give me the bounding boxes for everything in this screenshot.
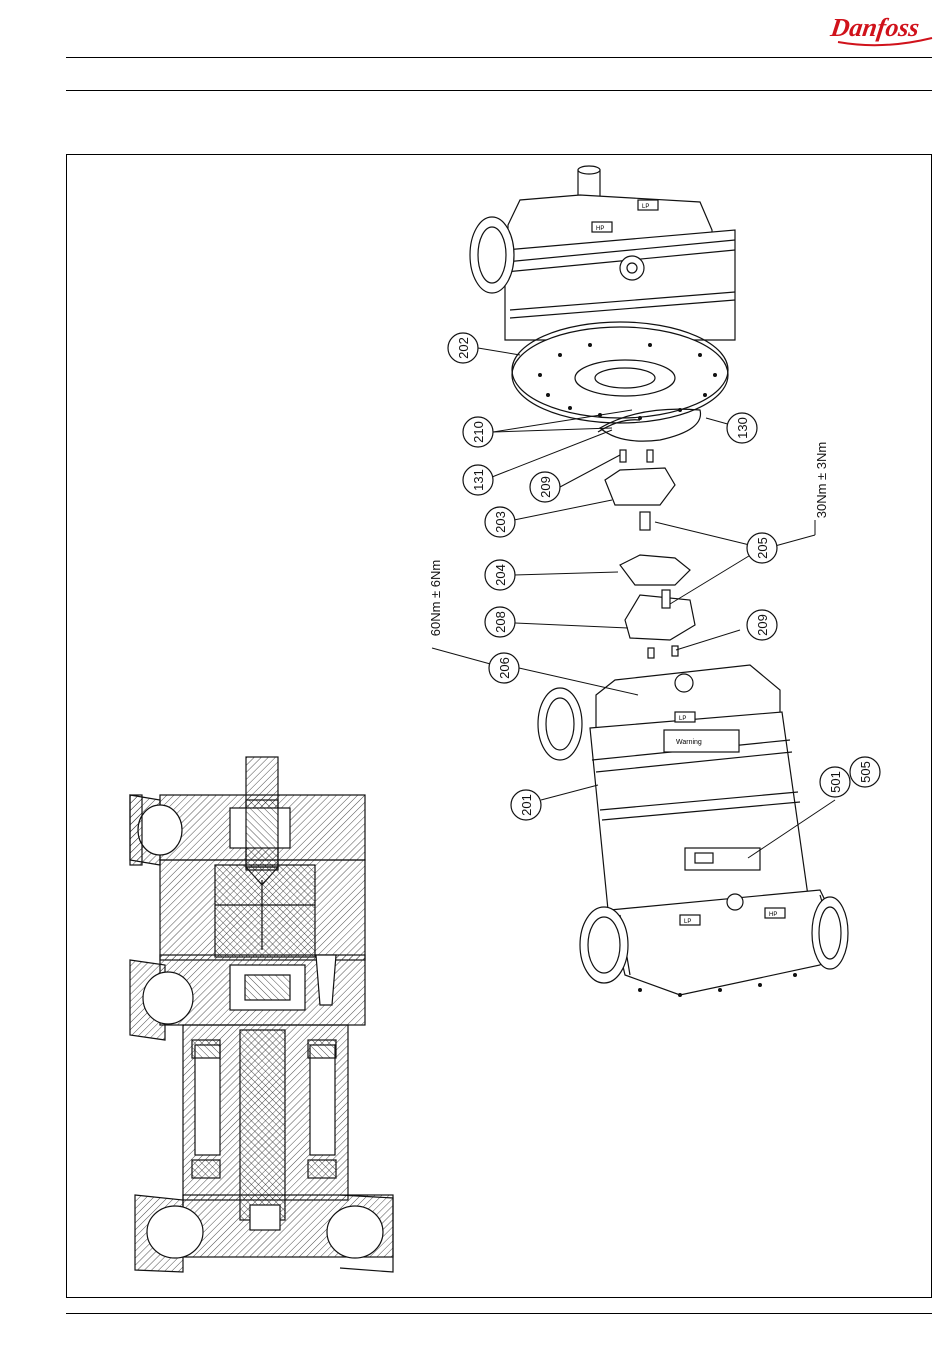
callout-label: 210 [471, 421, 486, 443]
callout-label: 501 [828, 771, 843, 793]
warning-label: Warning [676, 739, 702, 746]
callout-label: 203 [493, 511, 508, 533]
exploded-view-drawing [470, 166, 848, 997]
callout-label: 206 [497, 657, 512, 679]
callout-label: 201 [519, 794, 534, 816]
callout-label: 131 [471, 469, 486, 491]
cross-section-drawing [130, 757, 393, 1272]
lp-tag-top: LP [642, 204, 649, 210]
callout-label: 208 [493, 611, 508, 633]
callout-label: 205 [755, 537, 770, 559]
callout-label: 209 [755, 614, 770, 636]
torque-label-lower: 60Nm ± 6Nm [428, 560, 443, 636]
lp-tag-body: LP [679, 716, 686, 722]
callout-label: 130 [735, 417, 750, 439]
hp-tag-top: HP [596, 226, 604, 232]
hp-tag-bottom: HP [769, 912, 777, 918]
callout-label: 204 [493, 564, 508, 586]
torque-label-upper: 30Nm ± 3Nm [814, 442, 829, 518]
callout-label: 202 [456, 337, 471, 359]
lp-tag-bottom: LP [684, 919, 691, 925]
callout-label: 505 [858, 761, 873, 783]
callout-label: 209 [538, 476, 553, 498]
